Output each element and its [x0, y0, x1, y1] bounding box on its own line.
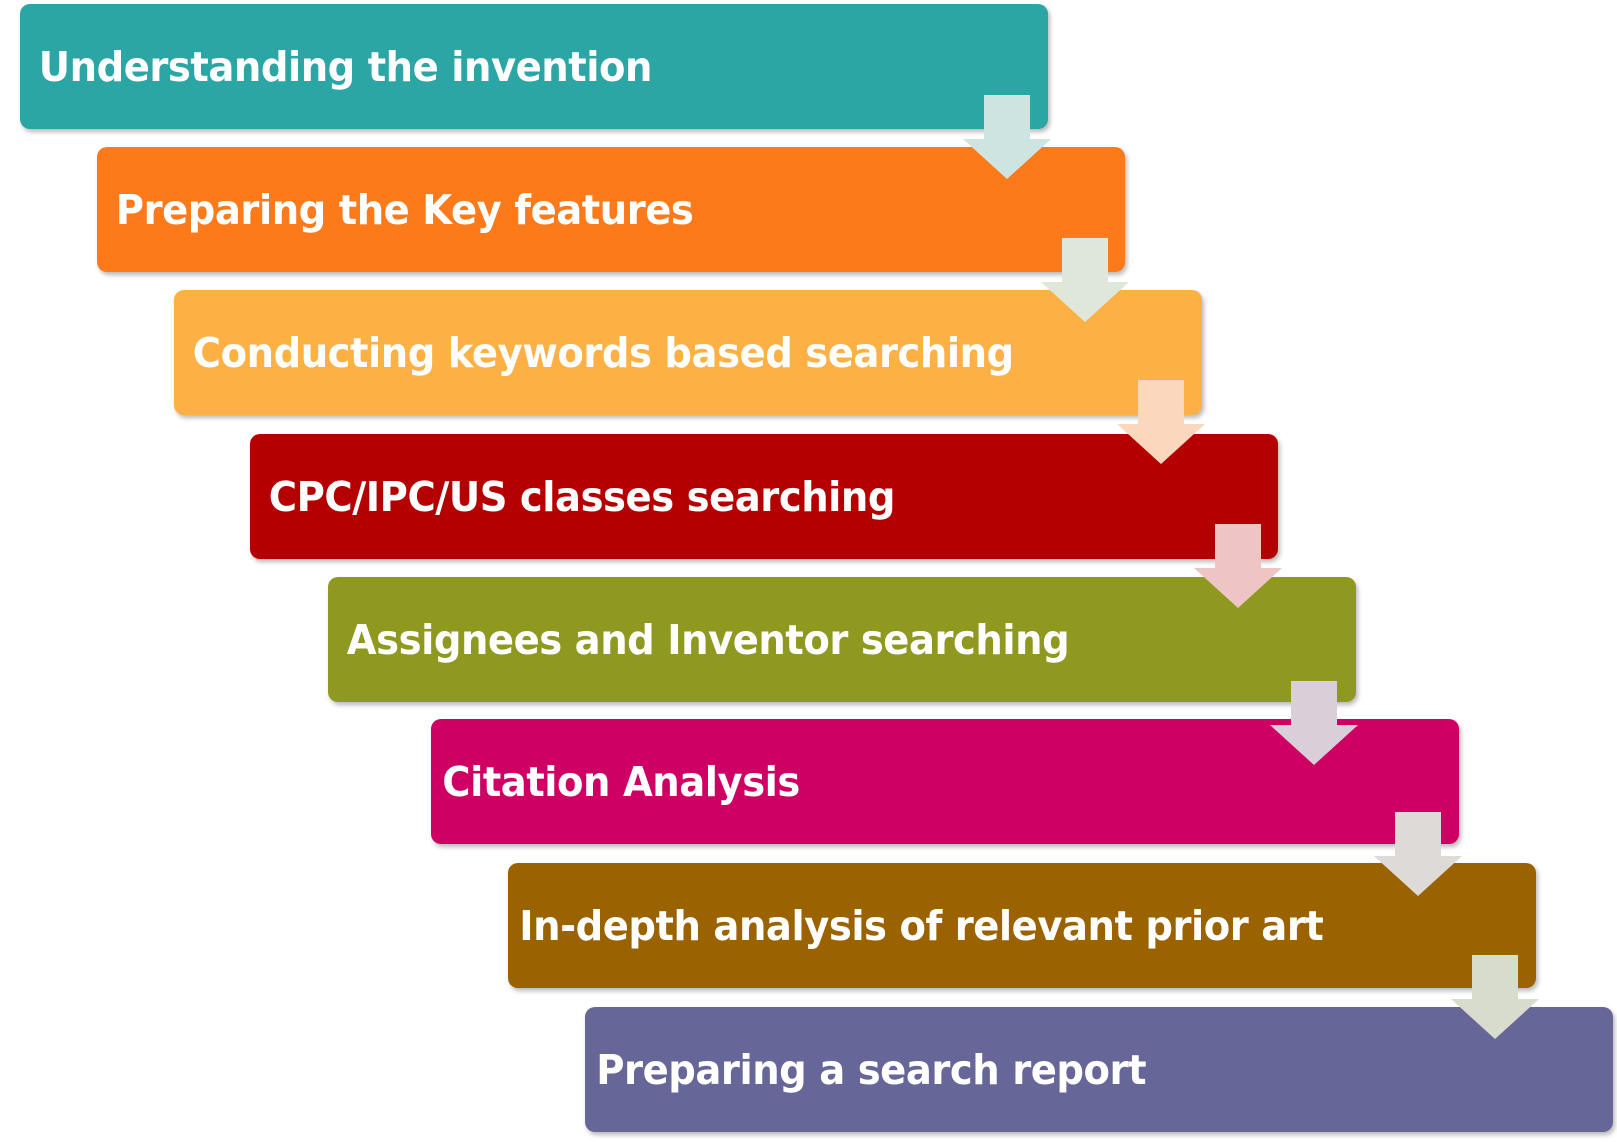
step-prior-art-analysis: In-depth analysis of relevant prior art	[508, 863, 1536, 988]
down-arrow-icon	[1041, 238, 1129, 322]
step-preparing-key-features: Preparing the Key features	[97, 147, 1125, 272]
down-arrow-icon	[1194, 524, 1282, 608]
step-label: Understanding the invention	[38, 42, 653, 91]
step-label: Assignees and Inventor searching	[346, 615, 1070, 664]
down-arrow-icon	[1117, 380, 1205, 464]
step-label: In-depth analysis of relevant prior art	[519, 901, 1324, 950]
step-label: CPC/IPC/US classes searching	[268, 472, 896, 521]
step-assignees-inventor-searching: Assignees and Inventor searching	[328, 577, 1356, 702]
step-label: Conducting keywords based searching	[192, 328, 1014, 377]
step-keywords-searching: Conducting keywords based searching	[174, 290, 1202, 415]
step-label: Citation Analysis	[442, 757, 800, 806]
step-label: Preparing a search report	[596, 1045, 1147, 1094]
down-arrow-icon	[1270, 681, 1358, 765]
step-understanding-invention: Understanding the invention	[20, 4, 1048, 129]
down-arrow-icon	[1451, 955, 1539, 1039]
down-arrow-icon	[1374, 812, 1462, 896]
step-label: Preparing the Key features	[115, 185, 694, 234]
step-search-report: Preparing a search report	[585, 1007, 1613, 1132]
down-arrow-icon	[963, 95, 1051, 179]
step-classes-searching: CPC/IPC/US classes searching	[250, 434, 1278, 559]
